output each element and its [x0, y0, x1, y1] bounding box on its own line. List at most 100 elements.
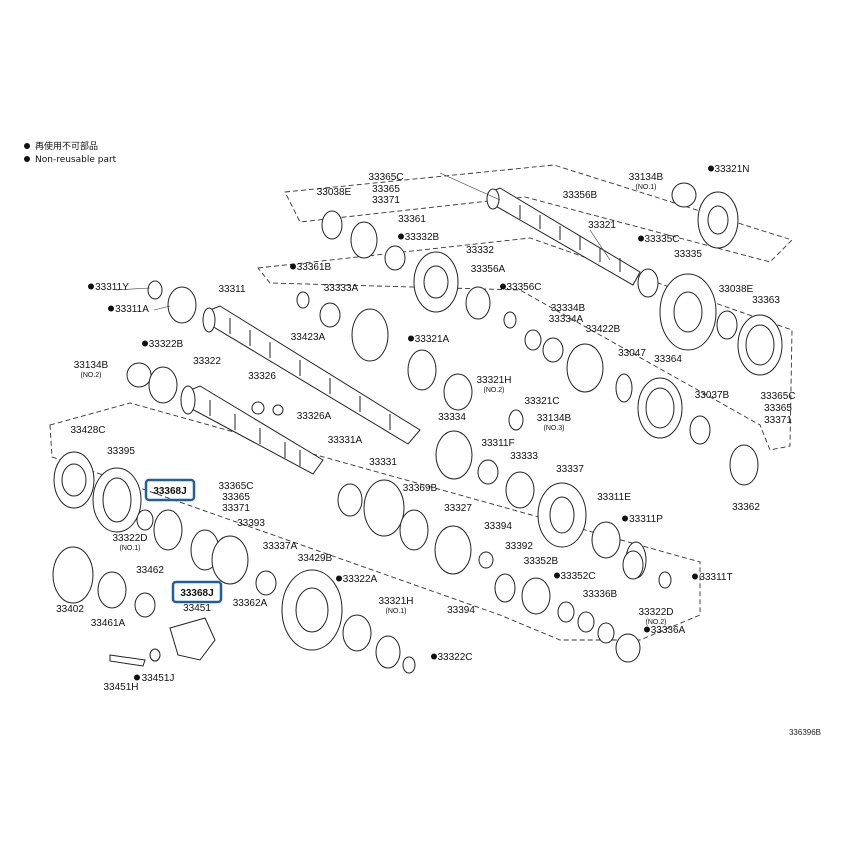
callout-33322C: 33322C: [431, 652, 473, 663]
part-number-label: 33331A: [328, 435, 363, 446]
callout-33321N: 33321N: [708, 164, 750, 175]
callout-33322A: 33322A: [336, 574, 378, 585]
legend-en-text: Non-reusable part: [35, 155, 117, 165]
part-number-label: 33336B: [583, 589, 618, 600]
callout-33352C: 33352C: [554, 571, 596, 582]
non-reusable-bullet-icon: [24, 156, 30, 162]
part-number-label: 33332B: [405, 232, 440, 243]
part-number-label: 33402: [56, 604, 84, 615]
part-number-label: 33333: [510, 451, 538, 462]
callout-33337: 33337: [556, 464, 584, 475]
callout-33392: 33392: [505, 541, 533, 552]
countershaft-33321: [486, 187, 641, 286]
shift-fork-33451: [109, 617, 216, 667]
part-number-label: 33368J: [153, 486, 186, 497]
callout-33047: 33047: [618, 348, 646, 359]
callout-33428C: 33428C: [70, 425, 105, 436]
legend-jp-text: 再使用不可部品: [35, 140, 98, 152]
part-number-label: 33337A: [263, 541, 298, 552]
callout-33326A: 33326A: [297, 411, 332, 422]
callout-33321H-1: 33321H(NO.1): [378, 596, 413, 615]
gears-and-bearings: [52, 182, 783, 674]
callout-33038E-b: 33038E: [719, 284, 754, 295]
part-number-label: 33451J: [142, 673, 175, 684]
part-number-label: 33047: [618, 348, 646, 359]
part-number-label: 33362: [732, 502, 760, 513]
part-number-label: 33322B: [149, 339, 184, 350]
callout-33332: 33332: [466, 245, 494, 256]
part-number-label: 33311E: [597, 492, 631, 503]
part-number-label: 33326A: [297, 411, 332, 422]
callout-33311A: 33311A: [108, 304, 149, 315]
non-reusable-bullet-icon: [638, 235, 644, 242]
part-number-label: 33451H: [103, 682, 138, 693]
non-reusable-bullet-icon: [500, 283, 506, 290]
callout-33394-a: 33394: [484, 521, 512, 532]
non-reusable-bullet-icon: [408, 335, 414, 342]
highlight-box: [144, 478, 196, 502]
highlight-box: [171, 580, 223, 604]
callout-33365-a: 33365: [372, 184, 400, 195]
part-number-label: 33462: [136, 565, 164, 576]
callout-33363: 33363: [752, 295, 780, 306]
part-number-label: 33335: [674, 249, 702, 260]
part-number-label: 33394: [447, 605, 475, 616]
part-number-label: 33321N: [714, 164, 749, 175]
callout-33037B: 33037B: [695, 390, 730, 401]
callout-33321H-2: 33321H(NO.2): [476, 375, 511, 394]
part-number-label: 33369B: [403, 483, 438, 494]
part-number-label: 33322: [193, 356, 221, 367]
callout-33321: 33321: [588, 220, 616, 231]
part-number-label: 33365: [372, 184, 400, 195]
callout-33365C-b: 33365C: [760, 391, 795, 402]
input-shaft-33311: [202, 305, 421, 445]
part-number-label: 33336A: [651, 625, 686, 636]
part-number-label: 33429B: [298, 553, 333, 564]
part-number-label: 33037B: [695, 390, 730, 401]
callout-33327: 33327: [444, 503, 472, 514]
non-reusable-bullet-icon: [622, 515, 628, 522]
part-number-label: 33356C: [506, 282, 541, 293]
callout-33451H: 33451H: [103, 682, 138, 693]
part-number-label: 33038E: [719, 284, 754, 295]
callout-33393: 33393: [237, 518, 265, 529]
callout-33334B: 33334B: [551, 303, 586, 314]
callout-33422B: 33422B: [586, 324, 621, 335]
callout-33429B: 33429B: [298, 553, 333, 564]
part-number-label: 33422B: [586, 324, 621, 335]
part-number-label: 33321H: [378, 596, 413, 607]
callout-33311: 33311: [218, 284, 246, 295]
callout-33352B: 33352B: [524, 556, 559, 567]
callout-33311Y: 33311Y: [88, 282, 129, 293]
part-number-label: 33365C: [760, 391, 795, 402]
part-number-sublabel: (NO.3): [544, 425, 565, 432]
part-number-label: 33311Y: [95, 282, 129, 293]
part-number-label: 33363: [752, 295, 780, 306]
callout-33364: 33364: [654, 354, 682, 365]
callout-33333: 33333: [510, 451, 538, 462]
part-number-label: 33134B: [629, 172, 664, 183]
non-reusable-bullet-icon: [88, 283, 94, 290]
part-number-label: 33322D: [112, 533, 147, 544]
diagram-code: 336396B: [789, 728, 821, 737]
legend: 再使用不可部品 Non-reusable part: [24, 140, 117, 165]
part-number-sublabel: (NO.1): [386, 608, 407, 615]
part-number-label: 33365C: [368, 172, 403, 183]
callout-33322D-2: 33322D(NO.2): [638, 607, 673, 626]
callout-33368J-b: 33368J: [171, 580, 223, 604]
callout-33336B: 33336B: [583, 589, 618, 600]
part-number-label: 33134B: [74, 360, 109, 371]
part-number-label: 33038E: [317, 187, 352, 198]
part-number-label: 33393: [237, 518, 265, 529]
part-number-label: 33311F: [481, 438, 514, 449]
callout-33322D-1: 33322D(NO.1): [112, 533, 147, 552]
part-number-label: 33371: [222, 503, 250, 514]
callout-33332B: 33332B: [398, 232, 440, 243]
callout-33335: 33335: [674, 249, 702, 260]
callout-33331A: 33331A: [328, 435, 363, 446]
part-number-label: 33395: [107, 446, 135, 457]
part-number-label: 33356A: [471, 264, 506, 275]
non-reusable-bullet-icon: [554, 572, 560, 579]
part-number-label: 33361B: [297, 262, 332, 273]
